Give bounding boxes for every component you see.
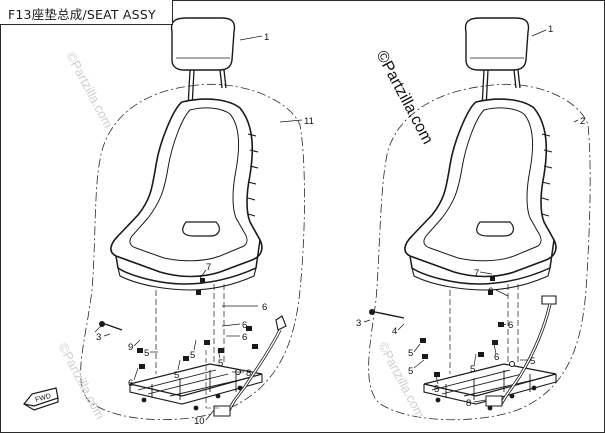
- callout-1-right: 1: [548, 24, 553, 35]
- callout-8-right: 8: [466, 398, 471, 409]
- watermark-bottom-right: ©Partzilla.com: [375, 339, 428, 420]
- callout-10: 10: [194, 416, 205, 427]
- callout-5-left-c: 5: [144, 348, 149, 359]
- callout-2: 2: [580, 116, 585, 127]
- callout-5-left-a: 5: [190, 350, 195, 361]
- callout-6-left-a: 6: [262, 302, 267, 313]
- callout-5-right-d: 5: [470, 364, 475, 375]
- callout-6-right-a: 6: [488, 286, 493, 297]
- callout-7-left: 7: [206, 262, 211, 273]
- callout-5-right-e: 5: [530, 356, 535, 367]
- callout-5-right-a: 5: [408, 348, 413, 359]
- callout-5-right-b: 5: [408, 366, 413, 377]
- watermark-top-left: ©Partzilla.com: [63, 49, 116, 130]
- callout-5-left-b: 5: [218, 358, 223, 369]
- callout-6-left-b: 6: [242, 320, 247, 331]
- watermark-center: ©Partzilla.com: [372, 48, 436, 147]
- callout-3-left: 3: [96, 332, 101, 343]
- front-direction-badge: FWD: [22, 387, 59, 411]
- callout-5-left-d: 5: [174, 370, 179, 381]
- page-title: F13座垫总成/SEAT ASSY: [8, 7, 156, 22]
- title-box: F13座垫总成/SEAT ASSY: [0, 0, 173, 25]
- callout-6-right-c: 6: [494, 352, 499, 363]
- callout-3-right: 3: [356, 318, 361, 329]
- watermark-bottom-left: ©Partzilla.com: [55, 340, 108, 421]
- fwd-label: FWD: [35, 393, 52, 404]
- callout-1-left: 1: [264, 32, 269, 43]
- callout-8-left: 8: [246, 368, 251, 379]
- callout-9: 9: [128, 342, 133, 353]
- callout-11: 11: [304, 116, 314, 127]
- callout-6-left-c: 6: [242, 332, 247, 343]
- callout-7-right: 7: [474, 268, 479, 279]
- callout-6-left-d: 6: [128, 378, 133, 389]
- callout-4: 4: [392, 326, 397, 337]
- callout-6-right-b: 6: [508, 320, 513, 331]
- callout-5-right-c: 5: [434, 384, 439, 395]
